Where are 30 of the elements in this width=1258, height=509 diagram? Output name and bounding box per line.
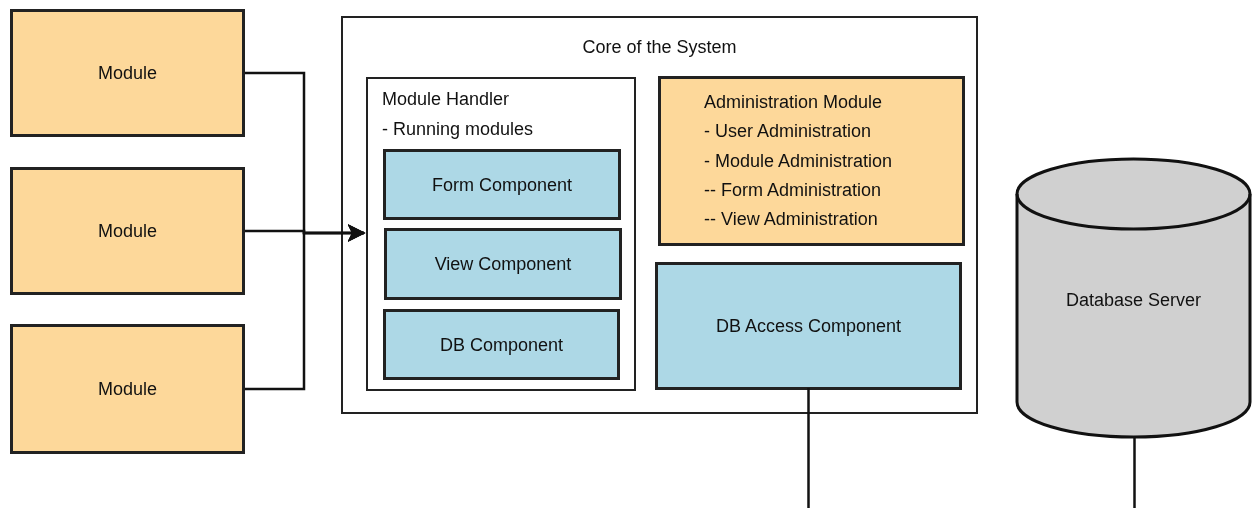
module-box bbox=[10, 9, 245, 137]
list-item-text: -- View Administration bbox=[704, 210, 878, 228]
component-box bbox=[383, 309, 620, 380]
component-box bbox=[384, 228, 622, 300]
heading-text: Administration Module bbox=[704, 93, 883, 111]
container-box bbox=[366, 77, 636, 391]
module-box bbox=[658, 76, 965, 246]
database-cylinder bbox=[1015, 157, 1252, 439]
node-label: Database Server bbox=[1064, 289, 1203, 312]
arrow bbox=[245, 224, 366, 391]
node-label: Module bbox=[96, 62, 158, 85]
node-label: Form Component bbox=[430, 173, 574, 197]
list-item-text: -- Form Administration bbox=[704, 181, 882, 199]
list-item-text: - Module Administration bbox=[704, 152, 893, 170]
module-box bbox=[10, 324, 245, 454]
node-label: Module bbox=[96, 220, 158, 243]
component-box bbox=[655, 262, 962, 390]
heading-text: Module Handler bbox=[382, 90, 510, 108]
module-box bbox=[10, 167, 245, 295]
heading-text: Core of the System bbox=[581, 38, 738, 56]
list-item-text: - User Administration bbox=[704, 122, 872, 140]
list-item-text: - Running modules bbox=[382, 120, 534, 138]
node-label: View Component bbox=[433, 253, 573, 276]
node-label: Module bbox=[96, 378, 158, 401]
connector-line bbox=[807, 388, 810, 508]
node-label: DB Component bbox=[438, 333, 565, 357]
connector-line bbox=[1133, 437, 1136, 508]
component-box bbox=[383, 149, 621, 220]
container-box bbox=[341, 16, 978, 414]
node-label: DB Access Component bbox=[714, 315, 903, 338]
